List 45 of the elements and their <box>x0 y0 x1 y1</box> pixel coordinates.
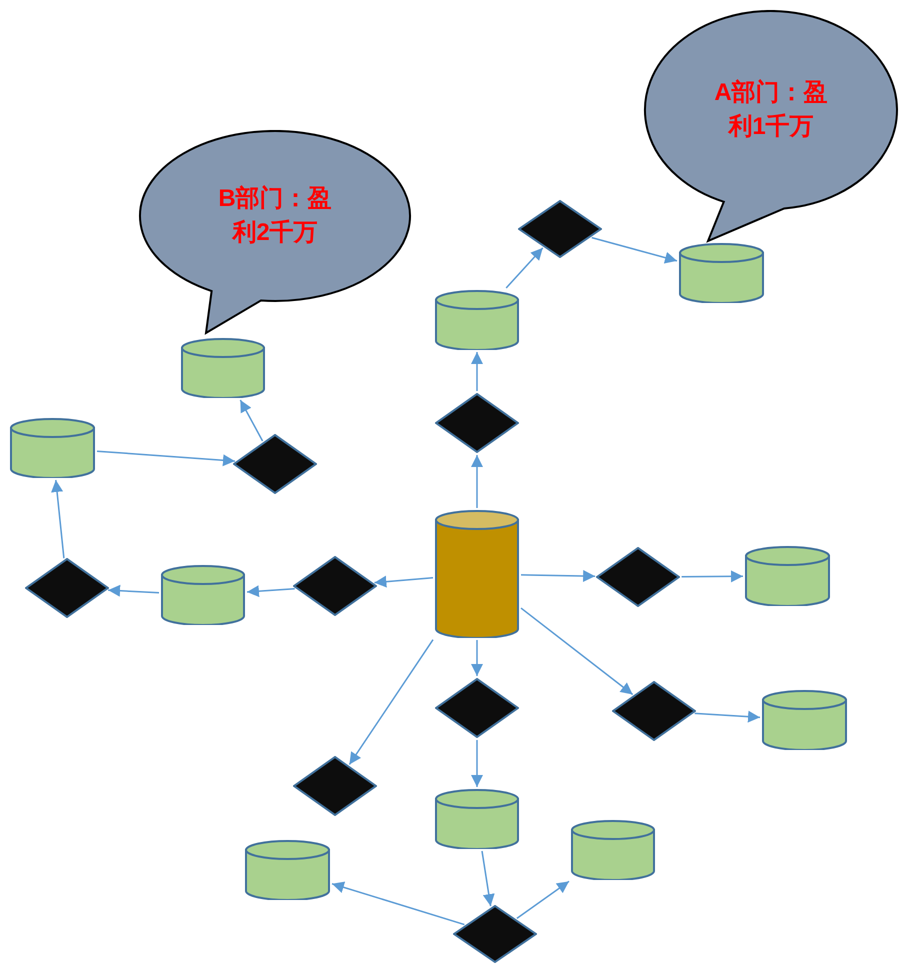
arrow <box>520 570 596 582</box>
database-cylinder <box>571 820 655 880</box>
database-cylinder <box>745 546 830 606</box>
arrow <box>516 880 570 920</box>
arrow <box>246 585 295 598</box>
callout-text: A部门：盈利1千万 <box>713 78 829 142</box>
arrow <box>471 455 483 508</box>
decision-diamond <box>293 556 377 616</box>
decision-diamond <box>293 756 377 816</box>
arrow <box>694 710 760 723</box>
arrow <box>348 639 434 765</box>
speech-bubble <box>643 10 899 244</box>
database-cylinder <box>245 840 330 900</box>
arrow <box>96 450 236 466</box>
arrow <box>332 882 465 926</box>
decision-diamond <box>612 681 696 741</box>
decision-diamond <box>233 434 317 494</box>
decision-diamond <box>518 200 602 258</box>
decision-diamond <box>435 678 519 738</box>
arrow <box>592 236 678 264</box>
arrow <box>471 740 483 787</box>
database-cylinder <box>762 690 847 750</box>
decision-diamond <box>596 547 680 607</box>
speech-bubble <box>138 130 412 335</box>
database-cylinder <box>435 290 519 350</box>
arrow <box>240 400 264 442</box>
decision-diamond <box>435 393 519 453</box>
decision-diamond <box>25 558 109 618</box>
callout-text: B部门：盈利2千万 <box>217 184 333 248</box>
database-cylinder <box>679 243 764 303</box>
decision-diamond <box>453 905 537 963</box>
arrow <box>374 576 434 588</box>
arrow <box>682 570 743 582</box>
database-cylinder <box>181 338 265 398</box>
arrow <box>506 247 544 288</box>
database-cylinder <box>10 418 95 478</box>
database-cylinder <box>435 789 519 849</box>
arrow <box>481 850 495 906</box>
arrow <box>471 352 483 391</box>
arrow <box>51 480 65 558</box>
database-cylinder <box>435 510 519 638</box>
database-cylinder <box>161 565 245 625</box>
arrow <box>471 640 483 676</box>
arrow <box>520 607 634 696</box>
arrow <box>108 584 160 597</box>
